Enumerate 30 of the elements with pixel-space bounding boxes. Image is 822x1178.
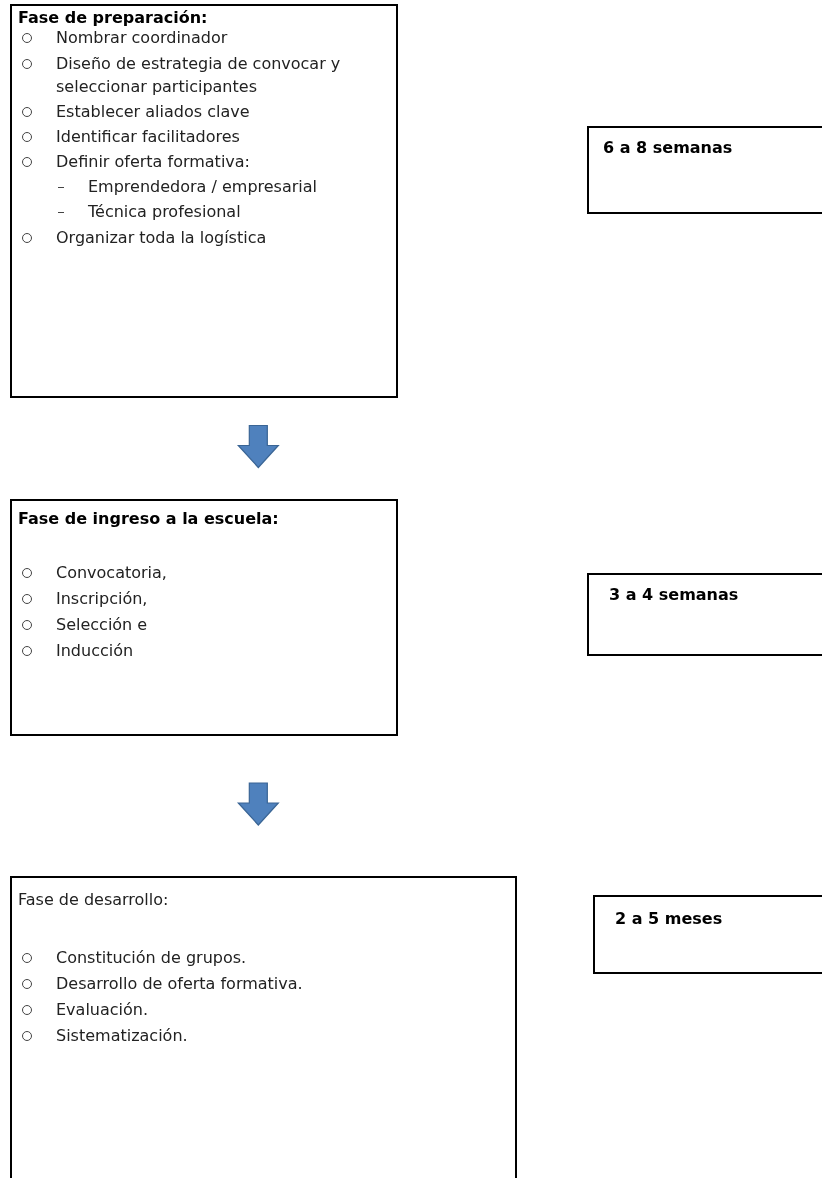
duration-label: 6 a 8 semanas — [603, 137, 733, 159]
list-item: Sistematización. — [56, 1025, 188, 1047]
list-item: Nombrar coordinador — [56, 27, 228, 49]
list-item: Selección e — [56, 614, 148, 636]
sub-list-item: Emprendedora / empresarial — [88, 176, 318, 198]
down-block-arrow — [236, 782, 280, 826]
phase-heading: Fase de ingreso a la escuela: — [18, 508, 279, 530]
list-item: Establecer aliados clave — [56, 101, 250, 123]
list-item: Definir oferta formativa: — [56, 151, 250, 173]
duration-label: 3 a 4 semanas — [609, 584, 739, 606]
phase-box — [10, 499, 398, 736]
phase-box — [10, 4, 398, 398]
list-item: Identificar facilitadores — [56, 126, 240, 148]
duration-label: 2 a 5 meses — [615, 908, 723, 930]
list-item: Organizar toda la logística — [56, 227, 267, 249]
duration-box — [587, 573, 822, 656]
list-item: Constitución de grupos. — [56, 947, 247, 969]
list-item: Diseño de estrategia de convocar y seleccionar participantes — [56, 53, 342, 98]
duration-box — [593, 895, 822, 974]
list-item: Desarrollo de oferta formativa. — [56, 973, 303, 995]
list-item: Evaluación. — [56, 999, 149, 1021]
list-item: Inducción — [56, 640, 134, 662]
list-item: Convocatoria, — [56, 562, 167, 584]
down-block-arrow — [236, 424, 280, 469]
list-item: Inscripción, — [56, 588, 148, 610]
phase-box — [10, 876, 517, 1178]
duration-box — [587, 126, 822, 214]
phase-heading: Fase de desarrollo: — [18, 889, 169, 911]
phase-heading: Fase de preparación: — [18, 7, 208, 29]
sub-list-item: Técnica profesional — [88, 201, 241, 223]
